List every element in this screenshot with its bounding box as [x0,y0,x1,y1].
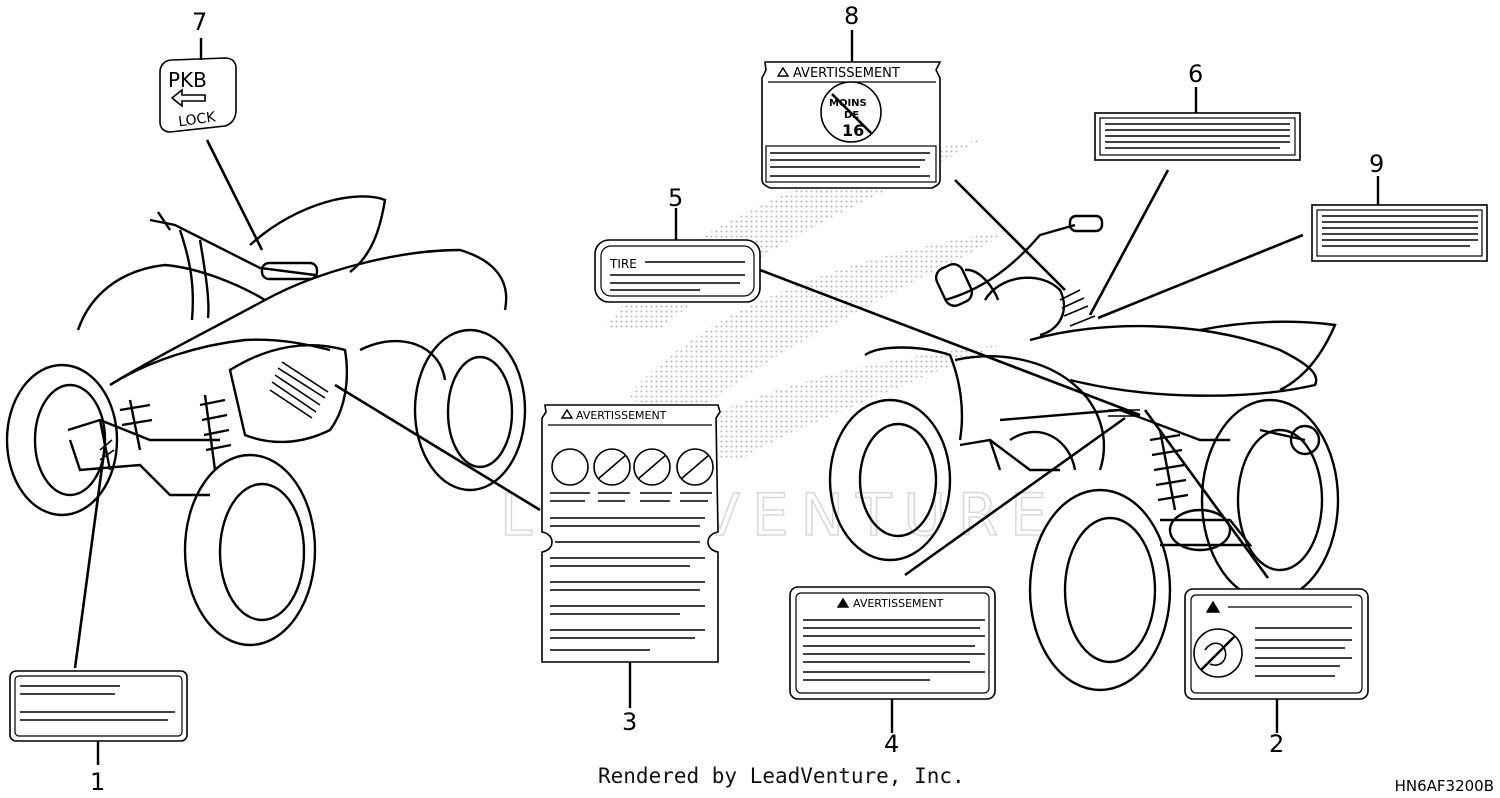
callout-7: 7 [192,8,207,36]
age-mid-text: DE [844,110,859,121]
atv-left-illustration [5,195,527,647]
tire-text: TIRE [609,257,637,271]
diagram-code: HN6AF3200B [1394,777,1494,795]
label-1 [9,670,188,742]
callout-9: 9 [1369,150,1384,178]
lock-text: LOCK [177,109,217,130]
leader-lines [73,139,1304,669]
label-4-warning: AVERTISSEMENT [789,586,996,700]
age-num-text: 16 [842,121,864,140]
callout-2: 2 [1269,730,1284,758]
label-4-header: AVERTISSEMENT [853,597,944,610]
label-5-tire: TIRE [594,239,761,303]
label-8-header: AVERTISSEMENT [793,66,900,81]
pkb-text: PKB [168,68,207,92]
label-3-warning: AVERTISSEMENT [541,404,721,663]
callout-5: 5 [668,184,683,212]
label-6 [1094,112,1301,161]
age-top-text: MOINS [829,98,867,109]
callout-8: 8 [844,2,859,30]
atv-right-illustration [828,214,1340,692]
label-8-age-warning: AVERTISSEMENT MOINS DE 16 [761,61,942,189]
right-atv-sticker-hatch [1059,289,1140,417]
label-9 [1311,204,1488,262]
label-3-header: AVERTISSEMENT [576,409,667,422]
callout-1: 1 [90,768,105,796]
callout-6: 6 [1188,60,1203,88]
callout-3: 3 [622,708,637,736]
label-7-pkb-lock: PKB LOCK [159,57,237,133]
footer-credit: Rendered by LeadVenture, Inc. [598,764,965,788]
left-atv-sticker-hatch [99,361,329,461]
callout-4: 4 [884,730,899,758]
label-2-no-modify [1184,588,1369,700]
